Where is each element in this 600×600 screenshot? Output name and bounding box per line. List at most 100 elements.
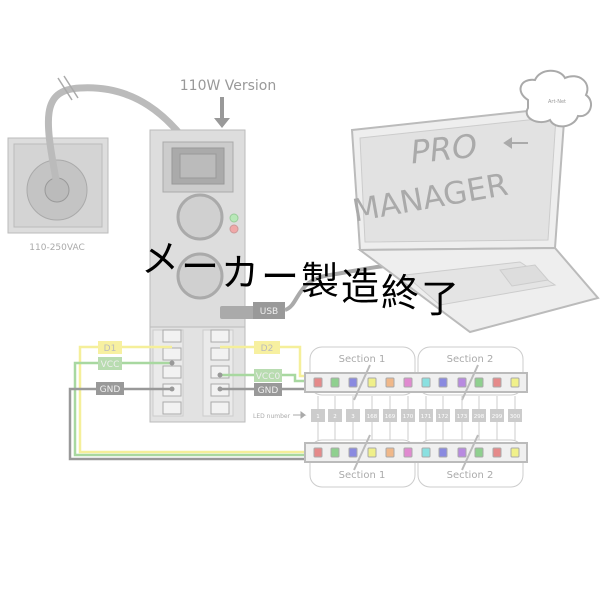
- led-number: 300: [510, 414, 521, 420]
- terminal-screw: [217, 386, 223, 392]
- cloud-label: Art-Net: [548, 99, 566, 105]
- led: [421, 447, 431, 458]
- led: [492, 447, 502, 458]
- led-number-box: [508, 409, 522, 422]
- led: [403, 377, 413, 388]
- led: [438, 447, 448, 458]
- section-label: Section 2: [447, 354, 494, 365]
- led-number: 172: [438, 414, 449, 420]
- section-label: Section 1: [339, 354, 386, 365]
- led: [474, 377, 484, 388]
- led-number: 1: [316, 414, 320, 420]
- cable-break-mark: [57, 77, 73, 101]
- led: [457, 377, 467, 388]
- led: [438, 377, 448, 388]
- led-number: 170: [403, 414, 414, 420]
- led: [313, 377, 323, 388]
- led: [348, 377, 358, 388]
- led: [457, 447, 467, 458]
- terminal-screw: [169, 386, 175, 392]
- usb-label-box: [253, 302, 285, 319]
- cloud: [519, 69, 593, 128]
- terminal-screw: [169, 360, 175, 366]
- led: [492, 377, 502, 388]
- terminal-slot: [162, 401, 182, 415]
- led: [474, 447, 484, 458]
- usb-label: USB: [260, 307, 278, 317]
- label-vcc0: VCC0: [256, 372, 281, 382]
- led: [385, 377, 395, 388]
- version-label: 110W Version: [180, 78, 277, 94]
- led: [421, 377, 431, 388]
- led-number: 173: [457, 414, 468, 420]
- led-number-box: [419, 409, 433, 422]
- led: [348, 447, 358, 458]
- led: [330, 447, 340, 458]
- led-number-box: [436, 409, 450, 422]
- led-number-label: LED number: [253, 413, 291, 420]
- usb-cable: [284, 264, 386, 312]
- led: [367, 447, 377, 458]
- terminal-screw: [217, 372, 223, 378]
- label-vcc-box: [98, 357, 122, 370]
- overlay-char: 製: [300, 259, 339, 303]
- label-d1-box: [98, 341, 122, 354]
- terminal-slot: [162, 365, 182, 379]
- overlay-char: メ: [140, 237, 179, 281]
- led: [330, 377, 340, 388]
- led-number: 3: [351, 414, 355, 420]
- label-gnd-right: GND: [258, 386, 279, 396]
- led-number: 298: [474, 414, 485, 420]
- terminal-slot: [210, 329, 230, 343]
- wire-data-left: [78, 345, 308, 454]
- strip-break-mark: [353, 434, 371, 471]
- overlay-char: 了: [420, 277, 459, 321]
- led: [510, 377, 520, 388]
- led-number-box: [346, 409, 360, 422]
- overlay-char: ー: [260, 255, 299, 299]
- overlay-char: 終: [380, 271, 419, 315]
- led-number: 2: [333, 414, 337, 420]
- led: [313, 447, 323, 458]
- led-number: 168: [367, 414, 378, 420]
- led-number-box: [365, 409, 379, 422]
- terminal-slot: [162, 329, 182, 343]
- label-d2: D2: [261, 344, 274, 354]
- led: [510, 447, 520, 458]
- overlay-char: カ: [220, 251, 259, 295]
- section-label: Section 2: [447, 470, 494, 481]
- strip-break-mark: [461, 434, 479, 471]
- strip-break-mark: [461, 364, 479, 401]
- overlay-char: ー: [180, 245, 219, 289]
- led: [367, 377, 377, 388]
- terminal-slot: [210, 347, 230, 361]
- power-cable: [44, 84, 209, 186]
- section-box: [417, 439, 524, 488]
- led-number-box: [311, 409, 325, 422]
- led: [403, 447, 413, 458]
- cable-break-mark: [63, 75, 79, 99]
- led-number-box: [472, 409, 486, 422]
- terminal-slot: [162, 347, 182, 361]
- outlet-label: 110-250VAC: [29, 243, 84, 253]
- label-gnd-right-box: [254, 383, 282, 396]
- led-number: 171: [421, 414, 432, 420]
- led-number-box: [328, 409, 342, 422]
- led-number: 169: [385, 414, 396, 420]
- section-box: [309, 346, 416, 396]
- label-vcc0-box: [254, 369, 282, 382]
- led: [385, 447, 395, 458]
- label-vcc: VCC: [101, 360, 120, 370]
- usb-plug: [220, 306, 255, 319]
- led-number-box: [401, 409, 415, 422]
- led-number-box: [383, 409, 397, 422]
- led-number-box: [490, 409, 504, 422]
- wall-outlet: [7, 137, 109, 234]
- strip-break-mark: [353, 364, 371, 401]
- wire-vcc-left: [73, 361, 308, 457]
- laptop-screen-text-line1: PRO: [409, 127, 479, 172]
- section-box: [309, 439, 416, 488]
